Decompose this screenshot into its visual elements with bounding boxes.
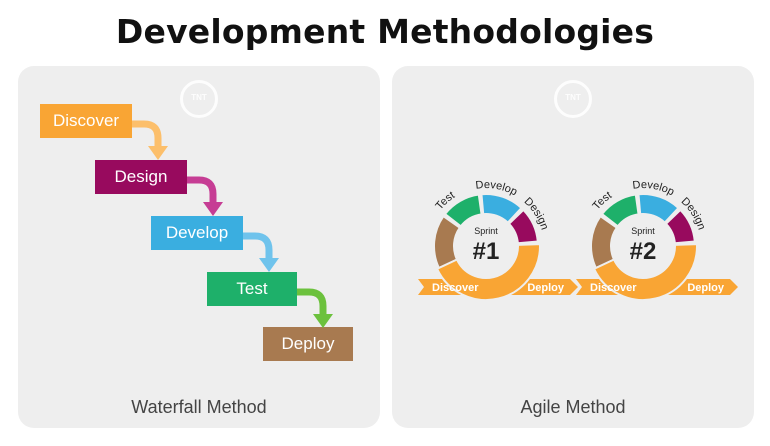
tnt-logo-icon: TNT: [554, 80, 592, 118]
waterfall-arrow-3-icon: [243, 232, 279, 272]
sprint-2-discover-label: Discover: [590, 282, 637, 294]
waterfall-panel: TNT Discover Design Develop Test Deploy …: [18, 66, 380, 428]
page-title: Development Methodologies: [115, 12, 655, 51]
sprint-1-discover-label: Discover: [432, 282, 479, 294]
sprint-1-arc-develop: [480, 193, 523, 225]
sprint-2-center: [612, 215, 674, 277]
waterfall-method-label: Waterfall Method: [131, 397, 267, 417]
tnt-logo-icon: TNT: [180, 80, 218, 118]
waterfall-step-develop: Develop: [151, 216, 243, 250]
sprint-2-sprint-label: Sprint: [631, 226, 655, 236]
sprint-1-center: [455, 215, 517, 277]
waterfall-step-discover: Discover: [40, 104, 132, 138]
waterfall-arrow-1-icon: [132, 120, 168, 160]
sprint-2-arc-brown: [590, 214, 619, 270]
sprint-1-arc-brown: [433, 214, 462, 270]
sprint-2-arc-design: [664, 208, 696, 245]
waterfall-step-design: Design: [95, 160, 187, 194]
sprint-2-deploy-label: Deploy: [687, 282, 725, 294]
sprint-2-number: #2: [630, 238, 657, 265]
sprint-1-deploy-label: Deploy: [527, 282, 565, 294]
waterfall-arrow-2-icon: [187, 176, 223, 216]
sprint-2-arc-develop: [637, 193, 680, 225]
sprint-1-arc-design: [507, 208, 539, 245]
waterfall-arrow-4-icon: [297, 288, 333, 328]
sprint-2-arc-test: [600, 193, 640, 228]
waterfall-step-deploy: Deploy: [263, 327, 353, 361]
sprint-1-arc-discover: [435, 243, 541, 301]
sprint-1-arc-test: [443, 193, 483, 228]
waterfall-step-test: Test: [207, 272, 297, 306]
sprint-1-number: #1: [473, 238, 500, 265]
agile-method-label: Agile Method: [520, 397, 626, 417]
sprint-1-sprint-label: Sprint: [474, 226, 498, 236]
sprint-2-arc-discover: [592, 243, 698, 301]
